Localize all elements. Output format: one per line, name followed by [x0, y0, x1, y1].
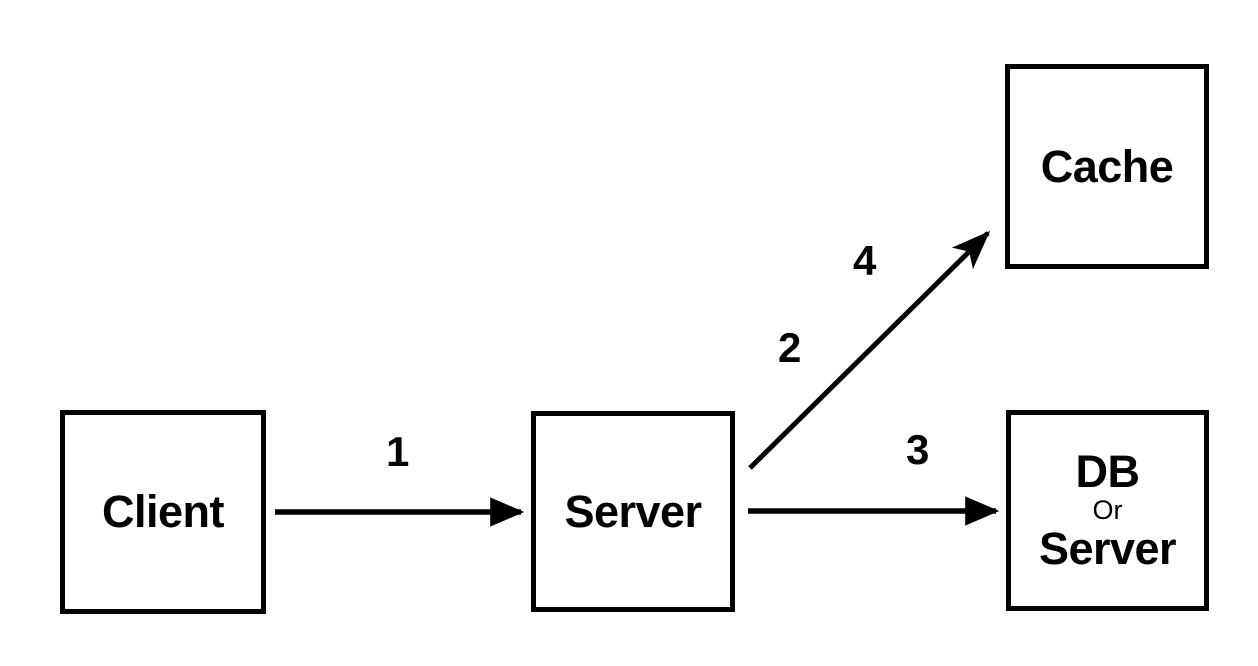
- node-cache[interactable]: Cache: [1005, 64, 1209, 269]
- edge-label-4: 4: [853, 237, 877, 284]
- edge-label-1: 1: [386, 428, 410, 475]
- node-client[interactable]: Client: [60, 410, 266, 614]
- node-server-label: Server: [564, 485, 702, 537]
- node-cache-label: Cache: [1040, 140, 1174, 192]
- node-db-conjunction-label: Or: [1092, 495, 1123, 526]
- edge-label-3: 3: [906, 426, 930, 473]
- node-db-label: DB: [1075, 446, 1141, 498]
- edge-label-2: 2: [778, 324, 802, 371]
- node-db-or-server[interactable]: DB Or Server: [1006, 410, 1209, 611]
- node-server[interactable]: Server: [531, 411, 735, 612]
- node-client-label: Client: [101, 486, 225, 538]
- node-db-server-label: Server: [1038, 522, 1177, 574]
